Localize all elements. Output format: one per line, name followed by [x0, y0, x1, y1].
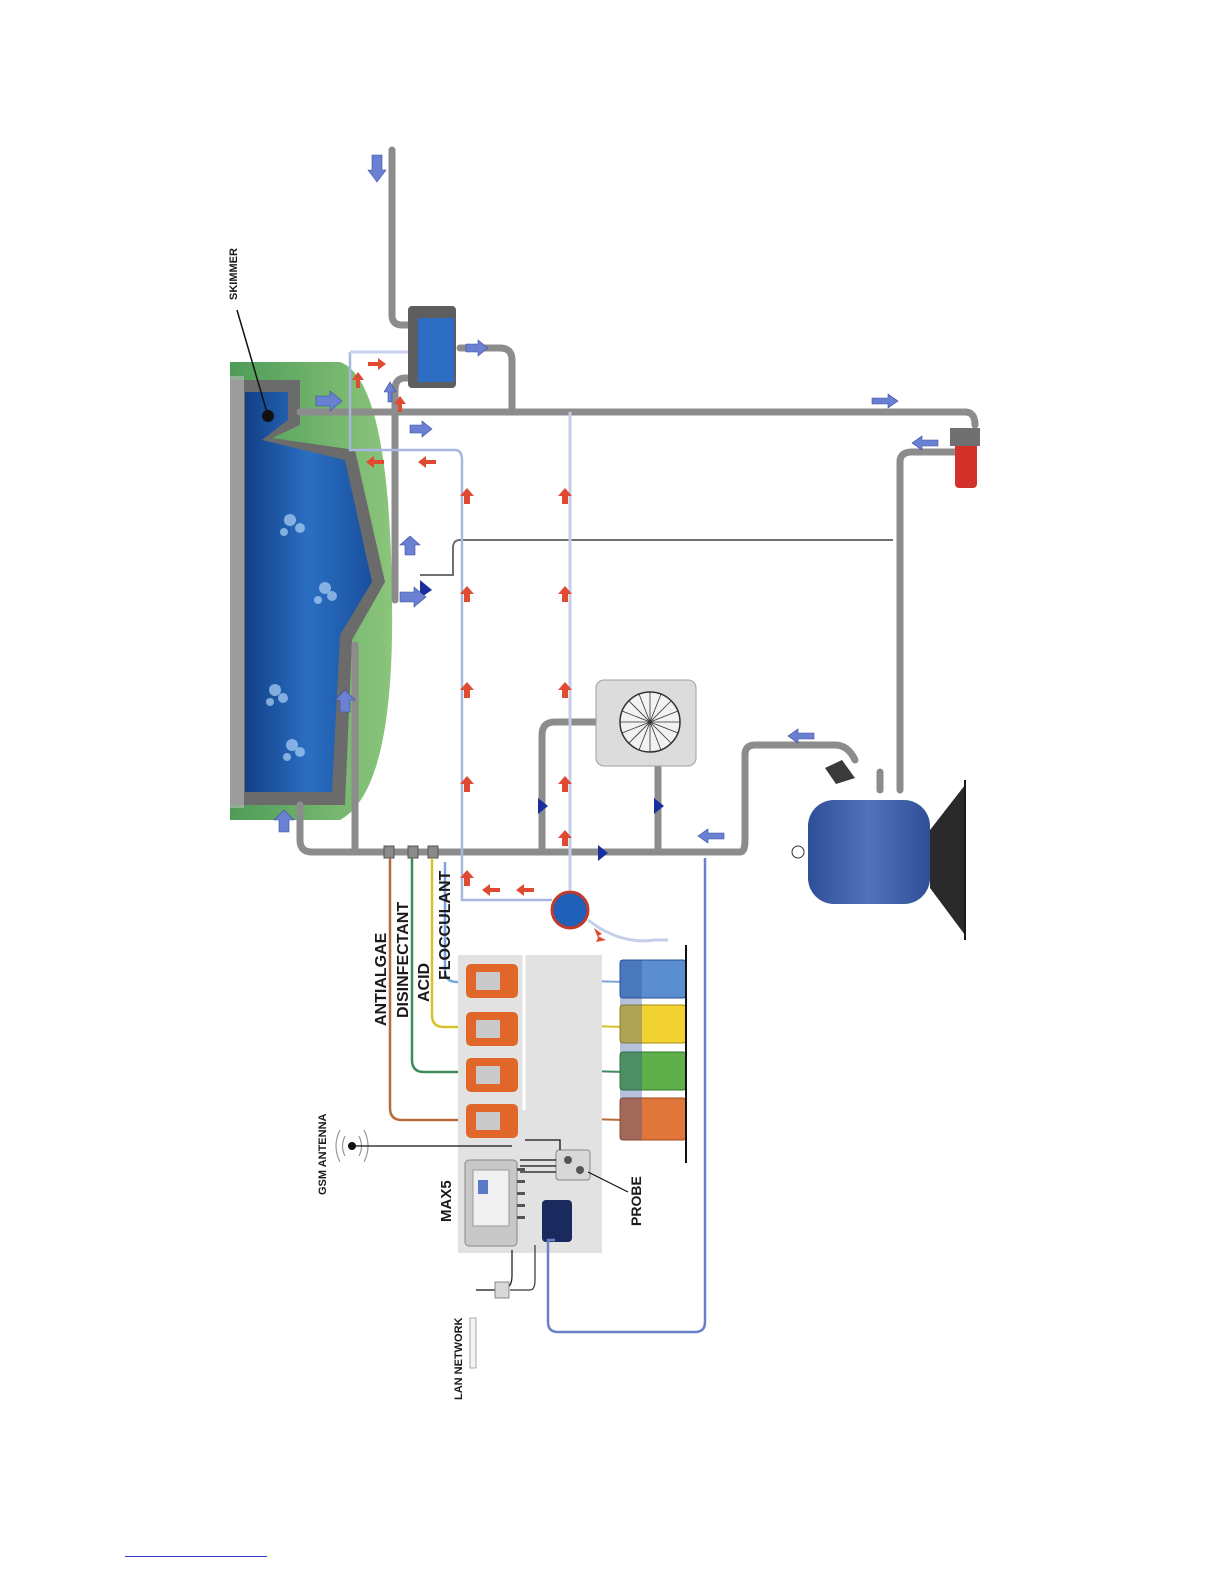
backwash-line — [420, 540, 893, 575]
footnote-rule — [125, 1556, 267, 1557]
gsm-antenna-label: GSM ANTENNA — [317, 1113, 329, 1195]
lan-network-label: LAN NETWORK — [453, 1317, 465, 1400]
filter-tank-icon — [792, 780, 965, 940]
probe-label: PROBE — [628, 1176, 644, 1226]
disinfectant-label: DISINFECTANT — [395, 902, 412, 1018]
flow-cell-icon — [552, 892, 588, 928]
injection-points — [384, 846, 438, 858]
antialgae-label: ANTIALGAE — [373, 932, 390, 1026]
balance-tank — [408, 306, 456, 388]
flocculant-label: FLOCCULANT — [437, 870, 454, 980]
controller-label: MAX5 — [438, 1180, 455, 1222]
heat-exchanger-icon — [596, 680, 696, 766]
skimmer-label: SKIMMER — [228, 248, 240, 300]
pool — [230, 362, 392, 820]
controller-icon — [465, 1160, 525, 1246]
chemical-tank-icon — [620, 960, 686, 1140]
acid-label: ACID — [416, 963, 433, 1002]
lan-network-icon — [470, 1245, 535, 1368]
